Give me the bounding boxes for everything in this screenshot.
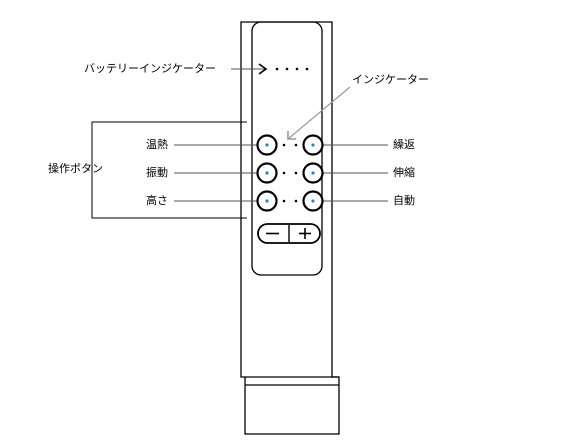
vibration-button[interactable] xyxy=(256,162,278,184)
operation-buttons-bracket xyxy=(91,121,247,219)
button-row-dots xyxy=(282,143,298,203)
button-leader-lines xyxy=(174,144,388,202)
stretch-button[interactable] xyxy=(302,162,324,184)
remote-body xyxy=(240,21,340,435)
battery-dot xyxy=(285,67,289,71)
battery-indicator-dots xyxy=(275,67,309,71)
vibration-label: 振動 xyxy=(146,166,168,179)
row-dot xyxy=(294,199,298,203)
auto-button[interactable] xyxy=(302,190,324,212)
plus-icon xyxy=(299,228,311,239)
operation-buttons-label: 操作ボタン xyxy=(48,162,103,175)
row-dot xyxy=(294,171,298,175)
row-dot xyxy=(282,199,286,203)
warm-button[interactable] xyxy=(256,134,278,156)
battery-indicator-arrow xyxy=(231,63,268,75)
remote-bottom-cap xyxy=(245,376,339,386)
warm-label: 温熱 xyxy=(146,138,168,151)
stretch-label: 伸縮 xyxy=(393,166,415,179)
height-button[interactable] xyxy=(256,190,278,212)
battery-dot xyxy=(275,67,279,71)
row-dot xyxy=(282,171,286,175)
battery-dot xyxy=(295,67,299,71)
repeat-button[interactable] xyxy=(302,134,324,156)
battery-dot xyxy=(305,67,309,71)
indicator-label: インジケーター xyxy=(352,73,429,86)
height-label: 高さ xyxy=(146,194,168,207)
minus-plus-button[interactable] xyxy=(257,223,321,244)
auto-label: 自動 xyxy=(393,194,415,207)
indicator-arrow xyxy=(287,86,351,140)
repeat-label: 繰返 xyxy=(393,138,415,151)
battery-indicator-label: バッテリーインジケーター xyxy=(84,62,216,75)
row-dot xyxy=(294,143,298,147)
row-dot xyxy=(282,143,286,147)
